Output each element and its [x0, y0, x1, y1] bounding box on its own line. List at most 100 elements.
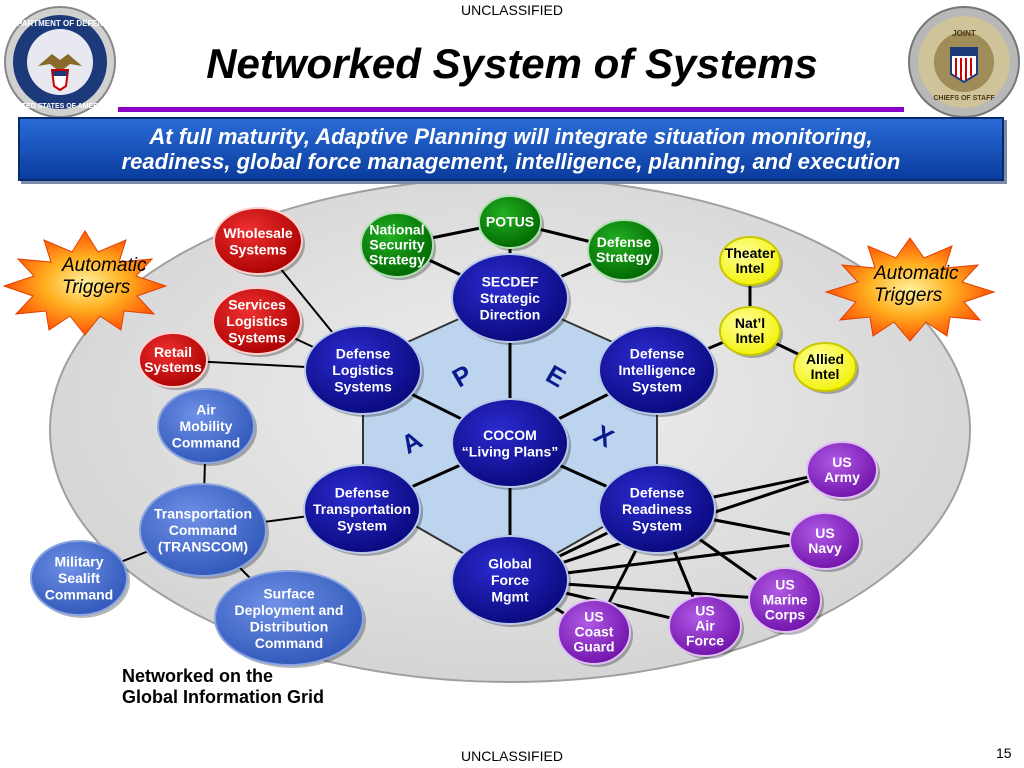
- node-label-line: Logistics: [332, 362, 394, 378]
- node-label-line: Deployment and: [235, 602, 344, 618]
- node-label-line: Command: [172, 435, 240, 451]
- node-bubble: [719, 306, 781, 356]
- department-of-defense-seal: DEPARTMENT OF DEFENSE UNITED STATES OF A…: [4, 6, 116, 118]
- gig-caption-line-2: Global Information Grid: [122, 687, 324, 707]
- node-label-line: Corps: [765, 607, 806, 623]
- node-bubble: [598, 325, 716, 415]
- node-bubble: [157, 388, 255, 464]
- node-bubble: [303, 464, 421, 554]
- node-bubble: [557, 599, 631, 665]
- node-bubble: [139, 483, 267, 577]
- jcs-seal-text-top: JOINT: [952, 29, 976, 38]
- maturity-banner: At full maturity, Adaptive Planning will…: [18, 117, 1004, 181]
- node-label-line: National: [369, 222, 424, 238]
- node-bubble: [587, 219, 661, 281]
- node-bubble: [451, 398, 569, 488]
- gig-caption-line-1: Networked on the: [122, 666, 274, 686]
- node-label-line: Defense: [336, 346, 391, 362]
- node-label-line: Guard: [573, 639, 614, 655]
- classification-top: UNCLASSIFIED: [461, 2, 563, 18]
- network-nodes: POTUSNationalSecurityStrategyDefenseStra…: [30, 195, 880, 668]
- node-bubble: [30, 540, 128, 616]
- node-label-line: Strategy: [596, 249, 652, 265]
- node-label-line: System: [337, 518, 387, 534]
- banner-line-2: readiness, global force management, inte…: [121, 149, 901, 174]
- node-label-line: Logistics: [226, 313, 288, 329]
- node-label-line: Army: [824, 469, 860, 485]
- node-label-line: Coast: [575, 624, 614, 640]
- node-label-line: Air: [196, 402, 216, 418]
- node-bubble: [451, 253, 569, 343]
- node-label-line: Direction: [480, 307, 541, 323]
- node-label-line: Global: [488, 556, 532, 572]
- node-label-line: Defense: [335, 485, 390, 501]
- node-label-line: US: [815, 525, 834, 541]
- node-label-line: Military: [54, 554, 103, 570]
- node-label-line: Intel: [811, 366, 840, 382]
- node-label-line: Strategy: [369, 252, 425, 268]
- node-label-line: Wholesale: [223, 225, 292, 241]
- automatic-triggers-starburst-left: [2, 230, 168, 336]
- node-bubble: [806, 441, 878, 499]
- node-label-line: Services: [228, 297, 286, 313]
- node-bubble: [214, 570, 364, 666]
- node-label-line: Command: [255, 635, 323, 651]
- node-label-line: Transportation: [313, 501, 411, 517]
- node-label-line: Nat’l: [735, 315, 765, 331]
- trigger-label-left-line1: Automatic: [61, 255, 147, 276]
- node-label-line: Command: [45, 587, 113, 603]
- node-bubble: [213, 207, 303, 275]
- node-label-line: Intel: [736, 260, 765, 276]
- node-label-line: Mobility: [180, 418, 233, 434]
- node-label-line: Marine: [762, 592, 807, 608]
- node-potus: POTUS: [478, 195, 544, 251]
- node-label-line: Sealift: [58, 570, 100, 586]
- node-label-line: Intelligence: [618, 362, 695, 378]
- dod-seal-text-bottom: UNITED STATES OF AMERICA: [10, 103, 111, 110]
- node-bubble: [748, 567, 822, 633]
- node-label-line: Systems: [144, 359, 202, 375]
- node-label-line: Readiness: [622, 501, 692, 517]
- node-label-line: System: [632, 379, 682, 395]
- node-label-line: Force: [491, 572, 529, 588]
- node-bubble: [360, 212, 434, 278]
- node-bubble: [138, 332, 208, 388]
- node-label-line: Transportation: [154, 506, 252, 522]
- node-bubble: [789, 512, 861, 570]
- trigger-label-left-line2: Triggers: [62, 277, 131, 298]
- node-bubble: [598, 464, 716, 554]
- dod-seal-text-top: DEPARTMENT OF DEFENSE: [6, 19, 115, 28]
- classification-bottom: UNCLASSIFIED: [461, 748, 563, 764]
- node-label-line: “Living Plans”: [462, 443, 558, 459]
- page-number: 15: [996, 745, 1012, 761]
- node-label-line: Force: [686, 633, 724, 649]
- banner-line-1: At full maturity, Adaptive Planning will…: [149, 124, 873, 149]
- joint-chiefs-of-staff-seal: JOINT CHIEFS OF STAFF: [908, 6, 1020, 118]
- node-label-line: SECDEF: [482, 274, 539, 290]
- node-label-line: Command: [169, 522, 237, 538]
- node-label-line: Systems: [334, 379, 392, 395]
- jcs-seal-text-bottom: CHIEFS OF STAFF: [933, 95, 995, 102]
- node-label-line: Defense: [630, 485, 685, 501]
- node-label-line: Intel: [736, 330, 765, 346]
- node-bubble: [668, 595, 742, 657]
- node-label-line: US: [584, 609, 603, 625]
